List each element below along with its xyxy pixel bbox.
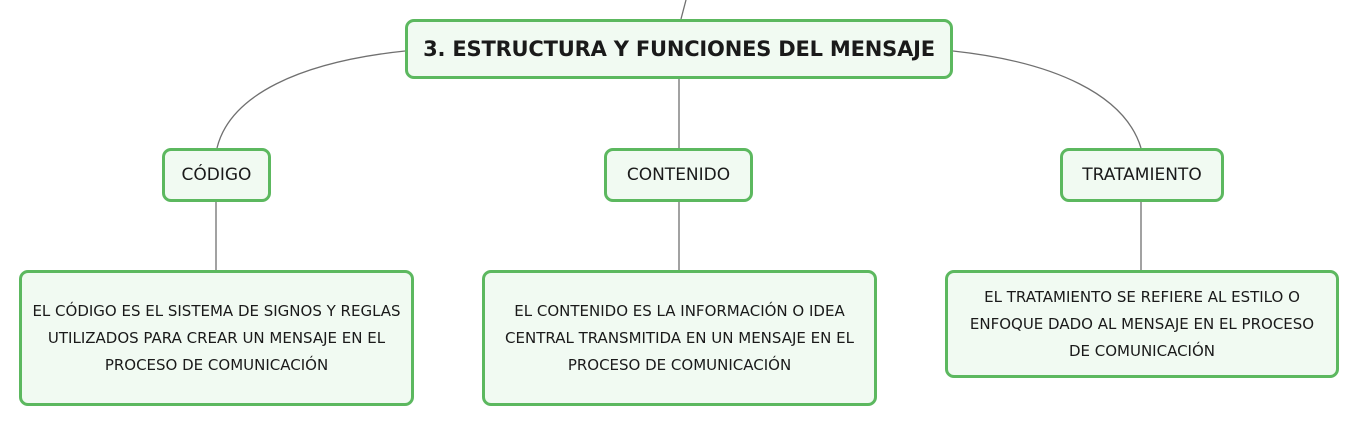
description-codigo-text: EL CÓDIGO ES EL SISTEMA DE SIGNOS Y REGL…: [32, 301, 401, 374]
description-contenido-text: EL CONTENIDO ES LA INFORMACIÓN O IDEA CE…: [505, 301, 854, 374]
branch-node-codigo-label: CÓDIGO: [181, 165, 252, 185]
description-node-codigo[interactable]: EL CÓDIGO ES EL SISTEMA DE SIGNOS Y REGL…: [19, 270, 414, 406]
branch-node-contenido[interactable]: CONTENIDO: [604, 148, 753, 202]
branch-node-tratamiento[interactable]: TRATAMIENTO: [1060, 148, 1224, 202]
root-node[interactable]: 3. ESTRUCTURA Y FUNCIONES DEL MENSAJE: [405, 19, 953, 79]
branch-node-codigo[interactable]: CÓDIGO: [162, 148, 271, 202]
connector-root-to-codigo: [216, 50, 406, 149]
description-tratamiento-text: EL TRATAMIENTO SE REFIERE AL ESTILO O EN…: [969, 287, 1315, 360]
branch-node-tratamiento-label: TRATAMIENTO: [1082, 165, 1202, 185]
branch-node-contenido-label: CONTENIDO: [626, 165, 731, 185]
description-node-contenido[interactable]: EL CONTENIDO ES LA INFORMACIÓN O IDEA CE…: [482, 270, 877, 406]
connector-parent-to-root: [680, 0, 687, 20]
description-node-tratamiento[interactable]: EL TRATAMIENTO SE REFIERE AL ESTILO O EN…: [945, 270, 1339, 378]
root-node-label: 3. ESTRUCTURA Y FUNCIONES DEL MENSAJE: [423, 37, 935, 61]
connector-root-to-tratamiento: [952, 50, 1142, 149]
